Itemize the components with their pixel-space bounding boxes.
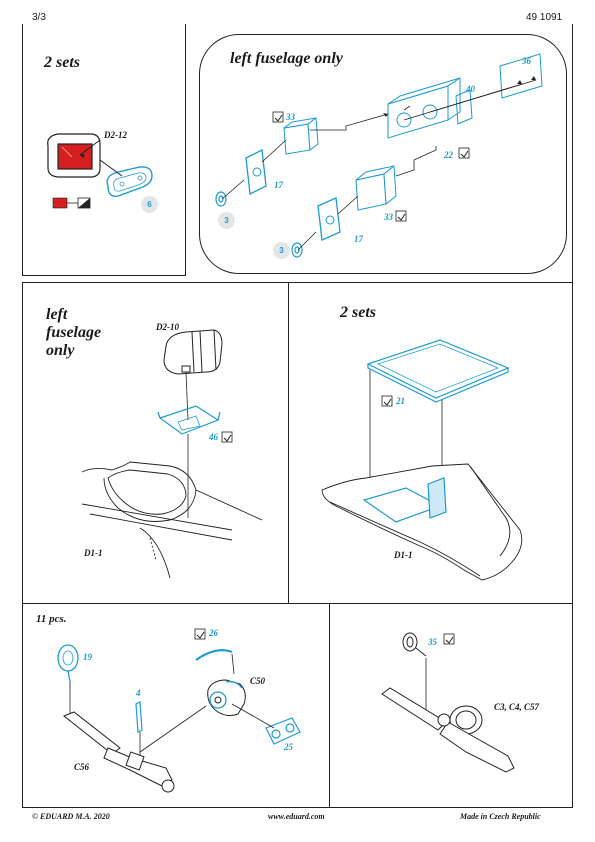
panel-2-frame xyxy=(199,34,567,274)
part-4-shape xyxy=(135,701,143,733)
light-housing xyxy=(47,133,101,178)
panel-2-title: left fuselage only xyxy=(230,50,343,67)
panel-1-frame xyxy=(22,24,186,276)
ring-sight-35 xyxy=(402,632,418,652)
bend-icon xyxy=(272,111,470,222)
panel-3-title-line-1: left xyxy=(46,306,68,323)
panel-3-title-line-2: fuselage xyxy=(46,324,102,341)
part-36: 36 xyxy=(522,56,531,66)
ref-d1-1-left: D1-1 xyxy=(84,548,103,558)
panel-4-title: 2 sets xyxy=(340,304,376,321)
upper-assembly xyxy=(245,53,543,195)
part-33-upper: 33 xyxy=(286,112,295,122)
part-22: 22 xyxy=(444,150,453,160)
panel-3-title-line-3: only xyxy=(46,342,75,359)
part-6: 6 xyxy=(141,196,158,213)
part-4: 4 xyxy=(136,688,141,698)
ref-d1-1-right: D1-1 xyxy=(394,550,413,560)
hull-d1-1-right xyxy=(321,463,523,581)
part-17-lower: 17 xyxy=(354,234,363,244)
ref-c50: C50 xyxy=(250,676,266,686)
origin: Made in Czech Republic xyxy=(460,812,541,821)
part-26-shape xyxy=(195,649,233,661)
part-35: 35 xyxy=(428,637,437,647)
assembly-lines xyxy=(221,79,537,251)
lower-assembly xyxy=(317,165,397,241)
bracket-46 xyxy=(157,405,221,435)
installed-frame-21 xyxy=(362,477,447,523)
part-40: 40 xyxy=(466,84,475,94)
panel-1-title: 2 sets xyxy=(44,54,80,71)
ref-d2-12: D2-12 xyxy=(104,130,127,140)
block-c50 xyxy=(207,679,246,717)
ref-c56: C56 xyxy=(74,762,90,772)
part-33-lower: 33 xyxy=(384,212,393,222)
part-19: 19 xyxy=(83,652,92,662)
pe-frame-21 xyxy=(366,339,510,403)
gun-c56 xyxy=(63,711,175,793)
right-border xyxy=(572,24,573,282)
page-number: 3/3 xyxy=(32,12,46,23)
part-3-upper: 3 xyxy=(218,212,235,229)
part-46: 46 xyxy=(209,432,218,442)
part-3-lower: 3 xyxy=(273,242,290,259)
panel-6-frame xyxy=(329,603,573,808)
website: www.eduard.com xyxy=(268,812,325,821)
part-25: 25 xyxy=(284,742,293,752)
part-21: 21 xyxy=(396,396,405,406)
lamp-d2-10 xyxy=(163,329,223,375)
part-17-upper: 17 xyxy=(274,180,283,190)
washer-3 xyxy=(215,191,303,258)
part-25-shape xyxy=(265,717,301,745)
pe-frame-6 xyxy=(106,166,153,197)
ref-c3-c4-c57: C3, C4, C57 xyxy=(494,702,540,712)
part-26: 26 xyxy=(209,628,218,638)
copyright: © EDUARD M.A. 2020 xyxy=(32,812,110,821)
panel-5-title: 11 pcs. xyxy=(36,613,67,625)
gun-c3-c4-c57 xyxy=(381,687,515,773)
kit-code: 49 1091 xyxy=(526,12,563,23)
hull-d1-1 xyxy=(81,461,263,579)
ring-sight-19 xyxy=(57,644,79,683)
ref-d2-10: D2-10 xyxy=(156,322,179,332)
